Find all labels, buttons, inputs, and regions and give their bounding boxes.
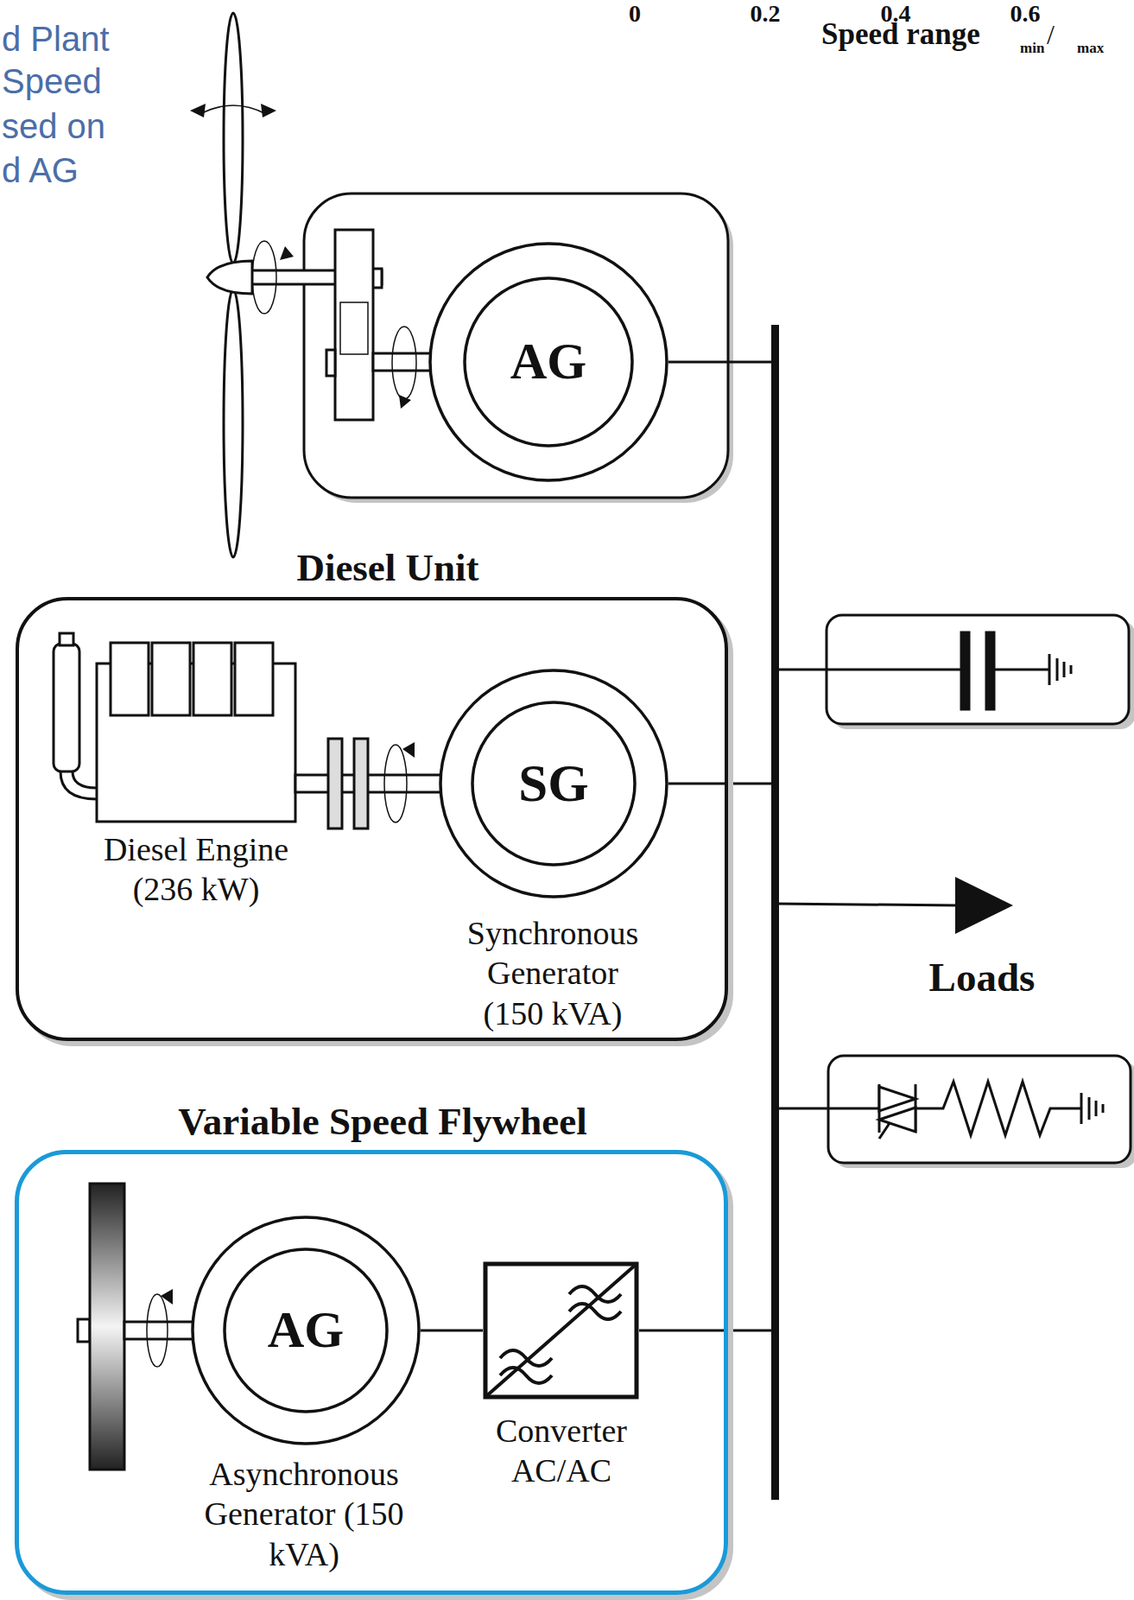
- cropped-title: d Plant: [1, 19, 110, 59]
- thyristor-resistor-symbol-part: [879, 1107, 916, 1132]
- unit-box: Diesel UnitDiesel Engine (236 kW)SGSynch…: [15, 596, 729, 1041]
- load-arrow: [774, 876, 1014, 934]
- outer-ring: [192, 1216, 419, 1444]
- subscript: min: [1019, 39, 1045, 58]
- capacitor-symbol: [774, 614, 1134, 729]
- diesel-engine-part: [59, 633, 74, 646]
- capacitor-symbol-part: [994, 668, 1050, 672]
- machine-code: AG: [510, 330, 588, 393]
- wind-turbine-part: [252, 240, 277, 314]
- unit-title: Diesel Unit: [296, 544, 479, 592]
- wind-turbine-part: [392, 326, 417, 400]
- outer-ring: [440, 670, 667, 897]
- capacitor-symbol-part: [986, 632, 995, 710]
- unit-box: Variable Speed FlywheelAGAsynchronous Ge…: [14, 1149, 729, 1595]
- diesel-engine-part: [60, 771, 97, 799]
- diesel-engine-part: [193, 642, 232, 716]
- flywheel-part: [160, 1288, 173, 1305]
- load-arrow-part: [774, 903, 959, 906]
- flywheel-part: [77, 1318, 90, 1342]
- outer-ring: [430, 243, 667, 481]
- flywheel-part: [124, 1321, 196, 1339]
- wind-turbine-part: [223, 12, 243, 264]
- cropped-title: Speed: [1, 61, 102, 102]
- diesel-engine-part: [384, 744, 407, 823]
- machine-code: SG: [518, 751, 589, 816]
- wind-turbine-part: [279, 246, 294, 260]
- diesel-engine-part: [402, 741, 415, 758]
- wind-turbine-part: [200, 105, 267, 115]
- inner-ring: [224, 1248, 387, 1412]
- wind-turbine-part: [668, 361, 775, 364]
- diesel-engine-part: [110, 642, 149, 716]
- flywheel-part: [639, 1329, 775, 1332]
- diesel-engine-part: [152, 642, 191, 716]
- machine-caption: Synchronous Generator (150 kVA): [456, 912, 650, 1033]
- flywheel: [77, 1183, 775, 1470]
- diesel-engine-part: [234, 642, 273, 716]
- wind-turbine-part: [335, 229, 374, 420]
- thyristor-resistor-symbol-part: [1080, 1092, 1084, 1124]
- wind-turbine-part: [340, 302, 368, 355]
- bus-bar: [771, 324, 780, 1500]
- thyristor-resistor-symbol-part: [1088, 1096, 1091, 1120]
- subscript: max: [1076, 39, 1104, 58]
- thyristor-resistor-symbol-part: [915, 1081, 1082, 1135]
- bus-bar-part: [771, 324, 780, 1500]
- axis-tick: 0.2: [750, 0, 781, 28]
- wind-turbine: [190, 12, 775, 558]
- machine-code: AG: [267, 1298, 345, 1362]
- axis-tick: 0: [628, 0, 641, 28]
- engine-caption: Diesel Engine (236 kW): [88, 829, 305, 910]
- wind-turbine-part: [326, 349, 336, 376]
- machine-caption: Asynchronous Generator (150 kVA): [203, 1453, 405, 1574]
- inner-ring: [464, 278, 633, 446]
- thyristor-resistor-symbol: [774, 1055, 1134, 1168]
- loads-label: Loads: [929, 953, 1036, 1001]
- diesel-engine-part: [354, 738, 368, 829]
- wind-turbine-part: [223, 289, 243, 558]
- generator-circle: AGAsynchronous Generator (150 kVA): [190, 1215, 421, 1445]
- capacitor-symbol-part: [1056, 658, 1059, 681]
- capacitor-symbol-part: [1048, 653, 1052, 685]
- capacitor-symbol-part: [1070, 665, 1073, 674]
- capacitor-symbol-part: [1063, 661, 1066, 678]
- converter-box: Converter AC/AC: [482, 1260, 640, 1400]
- wind-turbine-part: [190, 103, 277, 118]
- converter-diagonal: [485, 1263, 637, 1397]
- slash: /: [1046, 19, 1055, 51]
- wind-turbine-part: [207, 260, 253, 294]
- flywheel-part: [146, 1293, 168, 1367]
- diesel-engine-part: [668, 782, 775, 786]
- diesel-engine-part: [328, 738, 343, 829]
- cropped-title: d AG: [1, 150, 79, 191]
- converter-caption: Converter AC/AC: [475, 1410, 648, 1491]
- axis-tick: 0.6: [1010, 0, 1041, 28]
- thyristor-resistor-symbol-part: [879, 1086, 916, 1111]
- cropped-title: sed on: [1, 106, 106, 146]
- engine-block: Diesel Engine (236 kW): [96, 642, 296, 822]
- thyristor-resistor-symbol-part: [1095, 1100, 1098, 1116]
- load-arrow-part: [955, 876, 1014, 934]
- flywheel-part: [89, 1183, 125, 1470]
- generator-circle: AG: [428, 241, 669, 482]
- capacitor-symbol-part: [774, 668, 962, 672]
- diesel-engine-part: [53, 643, 80, 772]
- capacitor-symbol-part: [961, 632, 970, 710]
- wind-turbine-part: [373, 353, 436, 371]
- axis-title: Speed range: [821, 17, 981, 52]
- wind-turbine-part: [399, 394, 412, 409]
- connector-wire: [420, 1329, 483, 1332]
- thyristor-resistor-symbol-part: [1102, 1103, 1105, 1113]
- wind-turbine-part: [304, 193, 729, 498]
- ac-tilde: [500, 1286, 621, 1383]
- converter-frame: [485, 1263, 637, 1397]
- unit-title: Variable Speed Flywheel: [177, 1097, 587, 1146]
- thyristor-resistor-symbol-part: [774, 1107, 880, 1110]
- converter-symbol: [482, 1260, 640, 1400]
- thyristor-resistor-symbol-part: [879, 1122, 890, 1139]
- generator-circle: SGSynchronous Generator (150 kVA): [438, 668, 669, 899]
- inner-ring: [472, 702, 635, 865]
